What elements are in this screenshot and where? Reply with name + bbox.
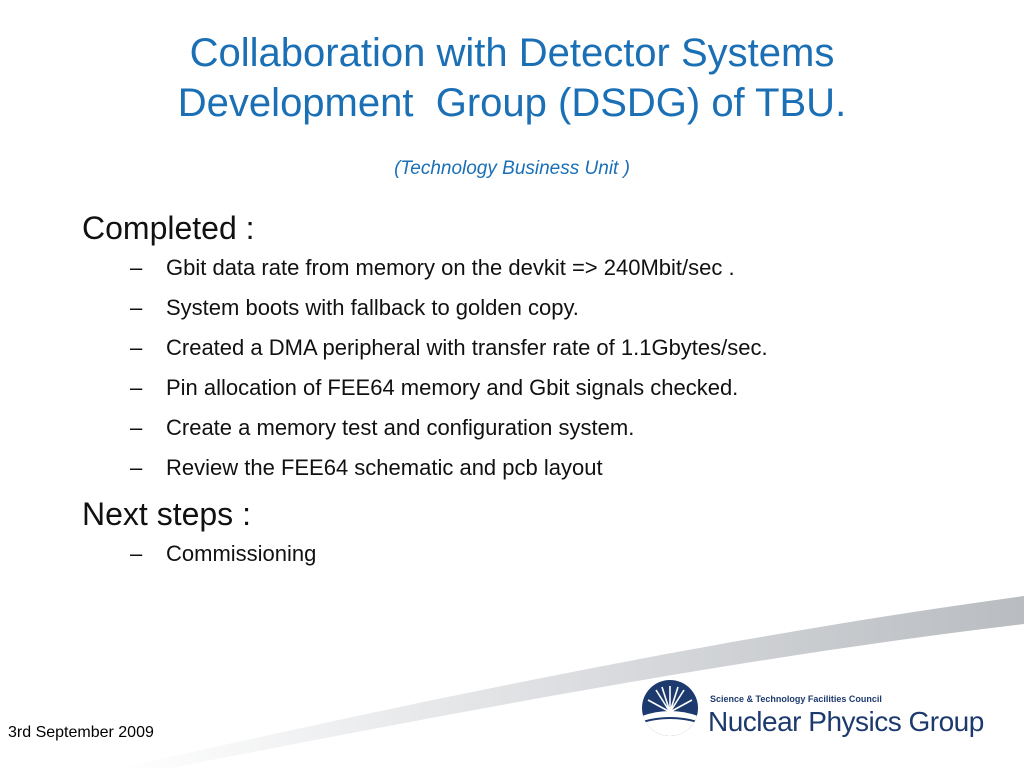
list-item-text: Commissioning: [166, 541, 317, 566]
list-item-text: Review the FEE64 schematic and pcb layou…: [166, 455, 603, 480]
bullet-dash: –: [130, 455, 143, 480]
decorative-swoosh: [120, 596, 1024, 768]
list-item-text: Created a DMA peripheral with transfer r…: [166, 335, 768, 360]
list-item: –Create a memory test and configuration …: [82, 414, 962, 442]
list-item: –Review the FEE64 schematic and pcb layo…: [82, 454, 962, 482]
list-item-text: Pin allocation of FEE64 memory and Gbit …: [166, 375, 739, 400]
bullet-dash: –: [130, 415, 143, 440]
list-item-text: System boots with fallback to golden cop…: [166, 295, 579, 320]
bullet-dash: –: [130, 335, 143, 360]
next-steps-list: –Commissioning: [82, 540, 962, 568]
list-item: –Gbit data rate from memory on the devki…: [82, 254, 962, 282]
slide-body: Completed : –Gbit data rate from memory …: [82, 208, 962, 580]
bullet-dash: –: [130, 375, 143, 400]
list-item-text: Gbit data rate from memory on the devkit…: [166, 255, 735, 280]
stfc-emblem-icon: [642, 680, 698, 736]
slide-subtitle: (Technology Business Unit ): [394, 158, 630, 179]
list-item: –Commissioning: [82, 540, 962, 568]
list-item: –Pin allocation of FEE64 memory and Gbit…: [82, 374, 962, 402]
section-heading-completed: Completed :: [82, 210, 255, 246]
bullet-dash: –: [130, 541, 143, 566]
footer-date: 3rd September 2009: [8, 724, 154, 741]
list-item: –Created a DMA peripheral with transfer …: [82, 334, 962, 362]
bullet-dash: –: [130, 295, 143, 320]
section-heading-next-steps: Next steps :: [82, 496, 251, 532]
bullet-dash: –: [130, 255, 143, 280]
stfc-logo: Science & Technology Facilities Council …: [640, 676, 1000, 748]
list-item-text: Create a memory test and configuration s…: [166, 415, 635, 440]
logo-council-text: Science & Technology Facilities Council: [710, 694, 882, 704]
slide-title: Collaboration with Detector Systems Deve…: [177, 31, 847, 125]
list-item: –System boots with fallback to golden co…: [82, 294, 962, 322]
completed-list: –Gbit data rate from memory on the devki…: [82, 254, 962, 482]
logo-group-text: Nuclear Physics Group: [708, 706, 984, 737]
